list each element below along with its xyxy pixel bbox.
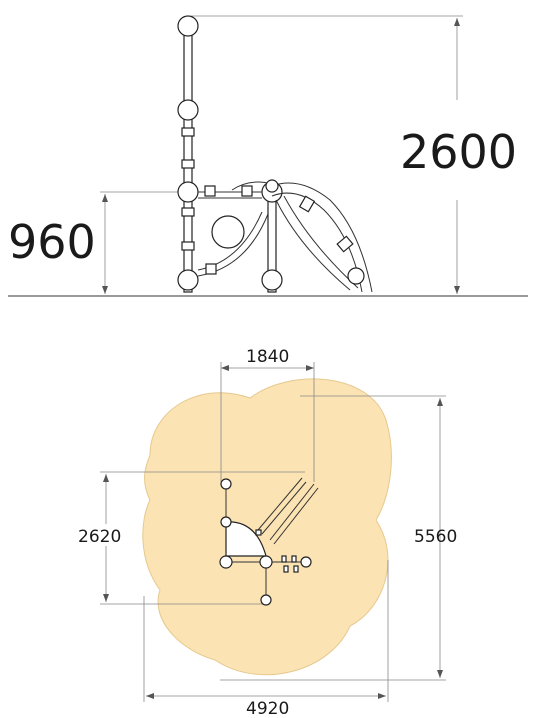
right-depth-dimension [220,395,446,681]
platform-height-label: 960 [8,215,96,269]
side-elevation: 2600 960 [8,15,528,297]
side-panel [197,185,269,277]
side-second-post [261,181,283,293]
left-depth-label: 2620 [78,527,121,547]
plan-equipment [219,477,319,606]
height-total-label: 2600 [400,125,517,179]
right-depth-label: 5560 [414,527,457,547]
plan-view: 1840 2620 5560 4920 [74,347,457,718]
safety-zone [142,378,392,676]
top-width-dimension [220,362,315,482]
side-slide [231,179,373,293]
height-dimension [190,15,520,294]
platform-dimension [100,191,185,294]
bottom-width-label: 4920 [246,699,289,718]
left-depth-dimension [74,471,305,605]
side-main-post [177,15,199,293]
top-width-label: 1840 [246,347,289,367]
bottom-width-dimension [143,560,389,702]
